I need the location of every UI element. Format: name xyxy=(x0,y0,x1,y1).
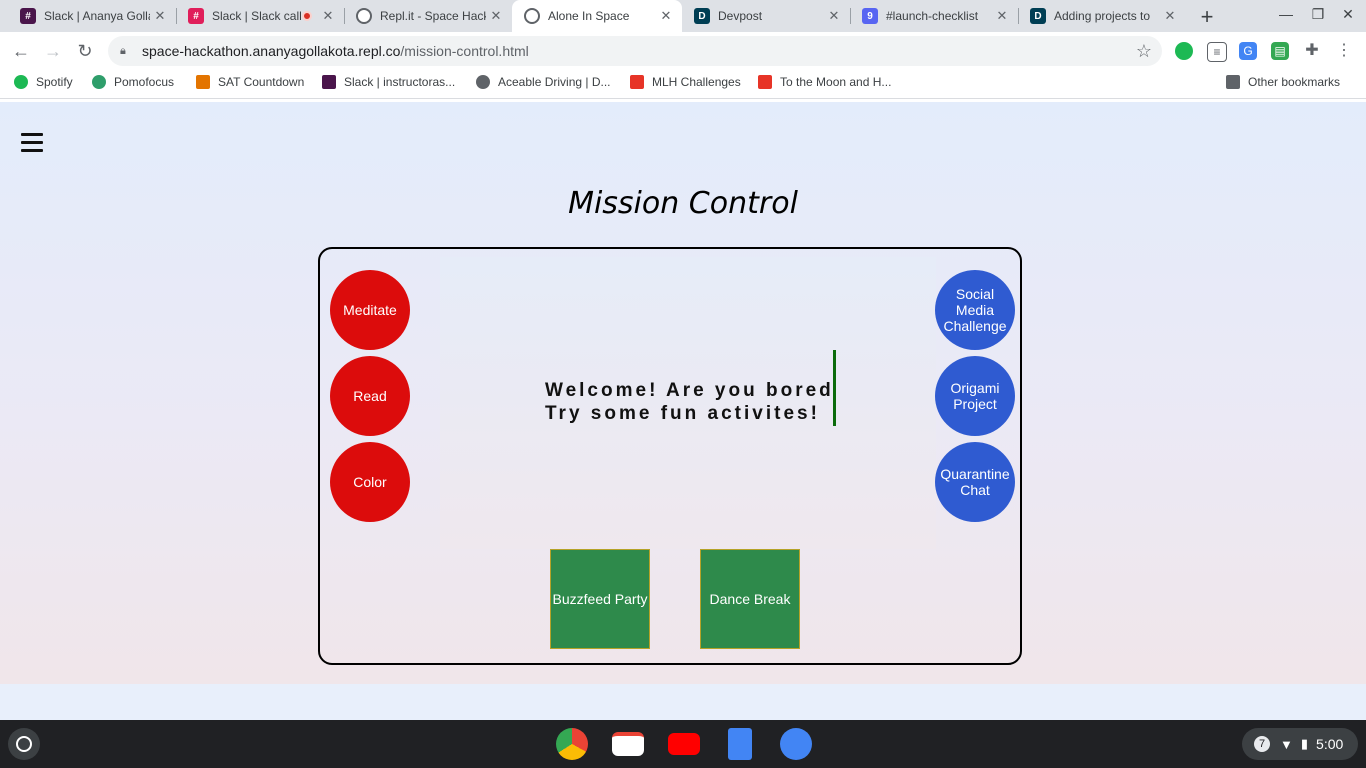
bookmark-to-the-moon[interactable]: To the Moon and H... xyxy=(758,75,891,89)
tab-slack-ananya[interactable]: # Slack | Ananya Gollakota ✕ xyxy=(8,0,176,32)
other-bookmarks[interactable]: Other bookmarks xyxy=(1226,75,1340,89)
mlh-icon xyxy=(630,75,644,89)
devpost-icon: D xyxy=(694,8,710,24)
puzzle-extensions-icon[interactable]: ✚ xyxy=(1303,42,1321,60)
youtube-icon[interactable] xyxy=(668,733,700,755)
close-tab-icon[interactable]: ✕ xyxy=(1164,8,1176,23)
color-button[interactable]: Color xyxy=(330,442,410,522)
page-footer-area xyxy=(0,684,1366,720)
tab-alone-in-space[interactable]: Alone In Space ✕ xyxy=(512,0,682,32)
recording-icon xyxy=(302,11,312,21)
welcome-message: Welcome! Are you bored Try some fun acti… xyxy=(545,379,834,425)
wifi-icon: ▼ xyxy=(1280,736,1293,752)
reload-icon[interactable]: ↻ xyxy=(77,41,93,61)
typing-cursor xyxy=(833,350,836,426)
url-text: space-hackathon.ananyagollakota.repl.co/… xyxy=(142,43,529,59)
check-circle-icon xyxy=(92,75,106,89)
chrome-icon[interactable] xyxy=(556,728,588,760)
devpost-icon: D xyxy=(1030,8,1046,24)
print-extension-icon[interactable]: ▤ xyxy=(1271,42,1289,60)
bookmark-sat-countdown[interactable]: SAT Countdown xyxy=(196,75,304,89)
bookmark-star-icon[interactable]: ☆ xyxy=(1135,41,1152,61)
back-arrow-icon[interactable]: ← xyxy=(12,41,30,61)
origami-project-button[interactable]: Origami Project xyxy=(935,356,1015,436)
close-tab-icon[interactable]: ✕ xyxy=(154,8,166,23)
bookmark-aceable[interactable]: Aceable Driving | D... xyxy=(476,75,611,89)
countdown-icon xyxy=(196,75,210,89)
tab-adding-projects[interactable]: D Adding projects to ✕ xyxy=(1018,0,1186,32)
bookmark-slack-instructoras[interactable]: Slack | instructoras... xyxy=(322,75,455,89)
buzzfeed-party-button[interactable]: Buzzfeed Party xyxy=(550,549,650,649)
mlh-icon xyxy=(758,75,772,89)
replit-icon xyxy=(356,8,372,24)
launcher-icon[interactable] xyxy=(8,728,40,760)
close-tab-icon[interactable]: ✕ xyxy=(322,8,334,23)
battery-icon: ▮ xyxy=(1300,736,1309,751)
close-tab-icon[interactable]: ✕ xyxy=(490,8,502,23)
bookmarks-bar: Spotify Pomofocus SAT Countdown Slack | … xyxy=(0,70,1366,99)
globe-icon xyxy=(524,8,540,24)
welcome-line-2: Try some fun activites! xyxy=(545,403,820,424)
bookmark-spotify[interactable]: Spotify xyxy=(14,75,73,89)
dance-break-button[interactable]: Dance Break xyxy=(700,549,800,649)
lock-icon: 🔒︎ xyxy=(120,44,126,57)
status-tray[interactable]: 7 ▼ ▮ 5:00 xyxy=(1242,728,1358,760)
restore-icon[interactable]: ❐ xyxy=(1311,6,1325,22)
page-title: Mission Control xyxy=(568,186,798,221)
menu-kebab-icon[interactable]: ⋮ xyxy=(1335,42,1353,60)
docs-icon[interactable] xyxy=(728,728,752,760)
tab-slack-call[interactable]: # Slack | Slack call ✕ xyxy=(176,0,344,32)
read-button[interactable]: Read xyxy=(330,356,410,436)
close-window-icon[interactable]: ✕ xyxy=(1342,6,1354,22)
close-tab-icon[interactable]: ✕ xyxy=(660,8,672,23)
os-shelf: 7 ▼ ▮ 5:00 xyxy=(0,720,1366,768)
welcome-line-1: Welcome! Are you bored xyxy=(545,380,834,401)
tab-launch-checklist[interactable]: 9 #launch-checklist ✕ xyxy=(850,0,1018,32)
close-tab-icon[interactable]: ✕ xyxy=(996,8,1008,23)
slack-icon: # xyxy=(20,8,36,24)
meditate-button[interactable]: Meditate xyxy=(330,270,410,350)
tab-replit[interactable]: Repl.it - Space Hackathon ✕ xyxy=(344,0,512,32)
folder-icon xyxy=(1226,75,1240,89)
social-media-challenge-button[interactable]: Social Media Challenge xyxy=(935,270,1015,350)
notification-count: 7 xyxy=(1254,736,1270,752)
spotify-extension-icon[interactable] xyxy=(1175,42,1193,60)
bookmark-pomofocus[interactable]: Pomofocus xyxy=(92,75,174,89)
forward-arrow-icon[interactable]: → xyxy=(44,41,62,61)
page-content: Mission Control Meditate Read Color Soci… xyxy=(0,102,1366,684)
files-icon[interactable] xyxy=(780,728,812,760)
globe-icon xyxy=(476,75,490,89)
tab-devpost[interactable]: D Devpost ✕ xyxy=(682,0,850,32)
browser-toolbar: ← → ↻ 🔒︎ space-hackathon.ananyagollakota… xyxy=(0,32,1366,70)
close-tab-icon[interactable]: ✕ xyxy=(828,8,840,23)
tab-strip: # Slack | Ananya Gollakota ✕ # Slack | S… xyxy=(0,0,1366,32)
mission-control-panel: Meditate Read Color Social Media Challen… xyxy=(318,247,1022,665)
clock-time: 5:00 xyxy=(1316,736,1344,752)
minimize-icon[interactable]: — xyxy=(1279,6,1293,22)
bookmark-mlh[interactable]: MLH Challenges xyxy=(630,75,741,89)
translate-extension-icon[interactable]: G xyxy=(1239,42,1257,60)
quarantine-chat-button[interactable]: Quarantine Chat xyxy=(935,442,1015,522)
hamburger-menu-icon[interactable] xyxy=(21,133,43,153)
reader-extension-icon[interactable]: ≡ xyxy=(1207,42,1227,62)
slack-icon: # xyxy=(188,8,204,24)
address-bar[interactable]: 🔒︎ space-hackathon.ananyagollakota.repl.… xyxy=(108,36,1162,66)
center-area xyxy=(440,257,936,549)
gmail-icon[interactable] xyxy=(612,732,644,756)
spotify-icon xyxy=(14,75,28,89)
new-tab-icon[interactable]: + xyxy=(1200,4,1214,29)
slack-icon xyxy=(322,75,336,89)
discord-icon: 9 xyxy=(862,8,878,24)
